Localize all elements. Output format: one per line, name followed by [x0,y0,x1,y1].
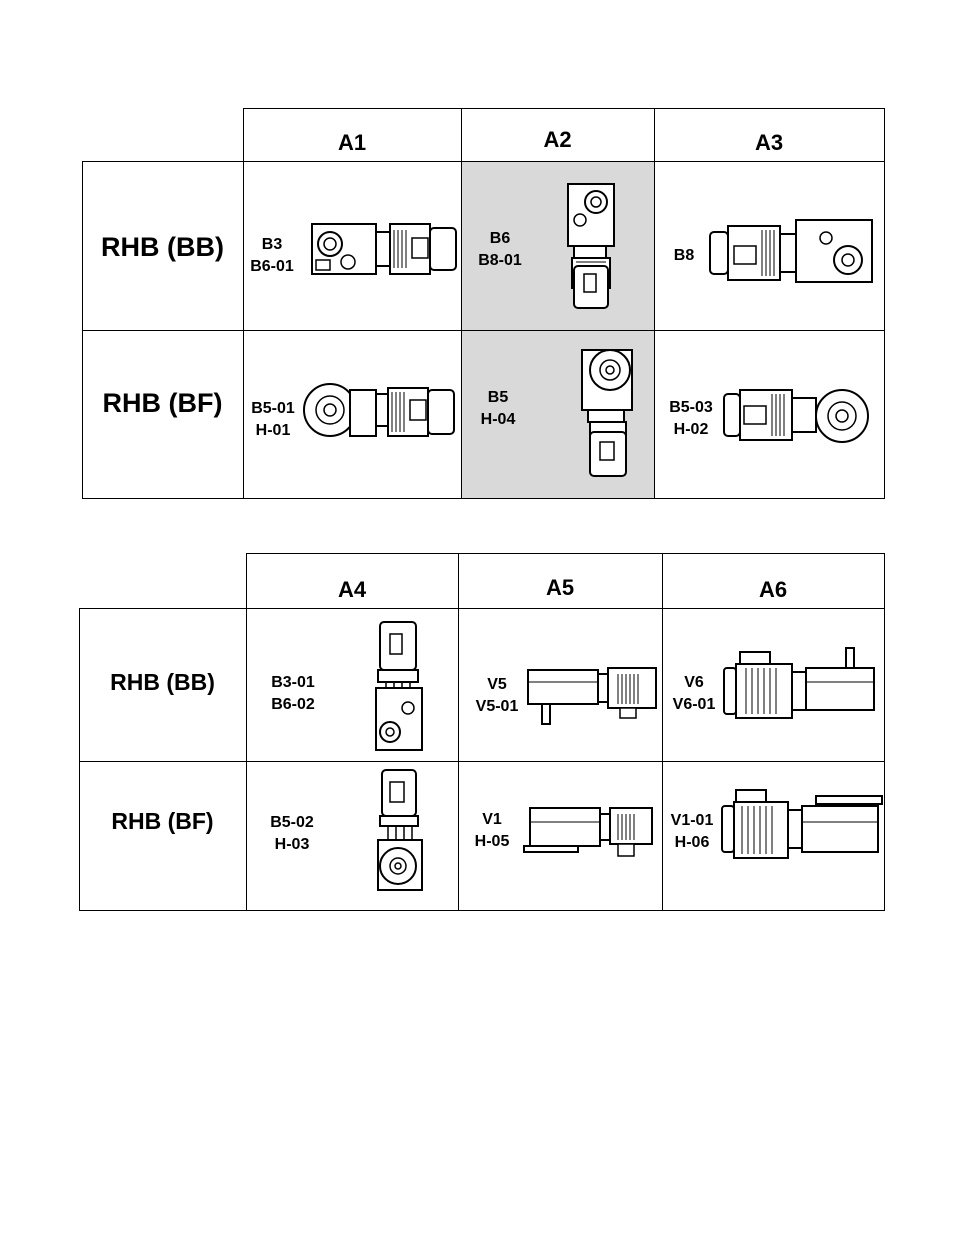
row-label-rhb-bf: RHB (BF) [79,808,246,835]
row-label-rhb-bb: RHB (BB) [82,232,243,263]
row-label-rhb-bf: RHB (BF) [82,388,243,419]
table1-line [243,108,885,109]
gear-motor-drawing [566,182,618,312]
row-label-rhb-bb: RHB (BB) [79,669,246,696]
gear-motor-drawing [722,648,878,720]
table2-line [79,608,885,609]
gear-motor-drawing [708,218,878,286]
column-header-a4: A4 [246,577,458,603]
table1-line [461,108,462,499]
gear-motor-drawing [526,666,660,728]
table2-line [662,553,663,911]
table1-line [243,108,244,499]
table2-line [79,761,885,762]
column-header-a1: A1 [243,130,461,156]
table2-line [79,910,885,911]
table2-line [884,553,885,911]
gear-motor-drawing [376,768,426,892]
table1-line [82,330,885,331]
table2-line [246,553,885,554]
table2-line [246,553,247,911]
gear-motor-drawing [722,384,872,448]
gear-motor-drawing [522,806,656,862]
table1-line [82,161,885,162]
gear-motor-drawing [720,788,884,870]
mounting-code: B8 [668,245,700,267]
column-header-a2: A2 [461,127,654,153]
table1-line [82,498,885,499]
column-header-a5: A5 [458,575,662,601]
gear-motor-drawing [300,380,460,442]
table2-line [79,608,80,911]
table1-line [654,108,655,499]
table2-line [458,553,459,911]
table1-line [884,108,885,499]
gear-motor-drawing [374,620,426,752]
gear-motor-drawing [580,346,636,478]
column-header-a6: A6 [662,577,884,603]
table1-line [82,161,83,499]
column-header-a3: A3 [654,130,884,156]
gear-motor-drawing [308,218,460,280]
